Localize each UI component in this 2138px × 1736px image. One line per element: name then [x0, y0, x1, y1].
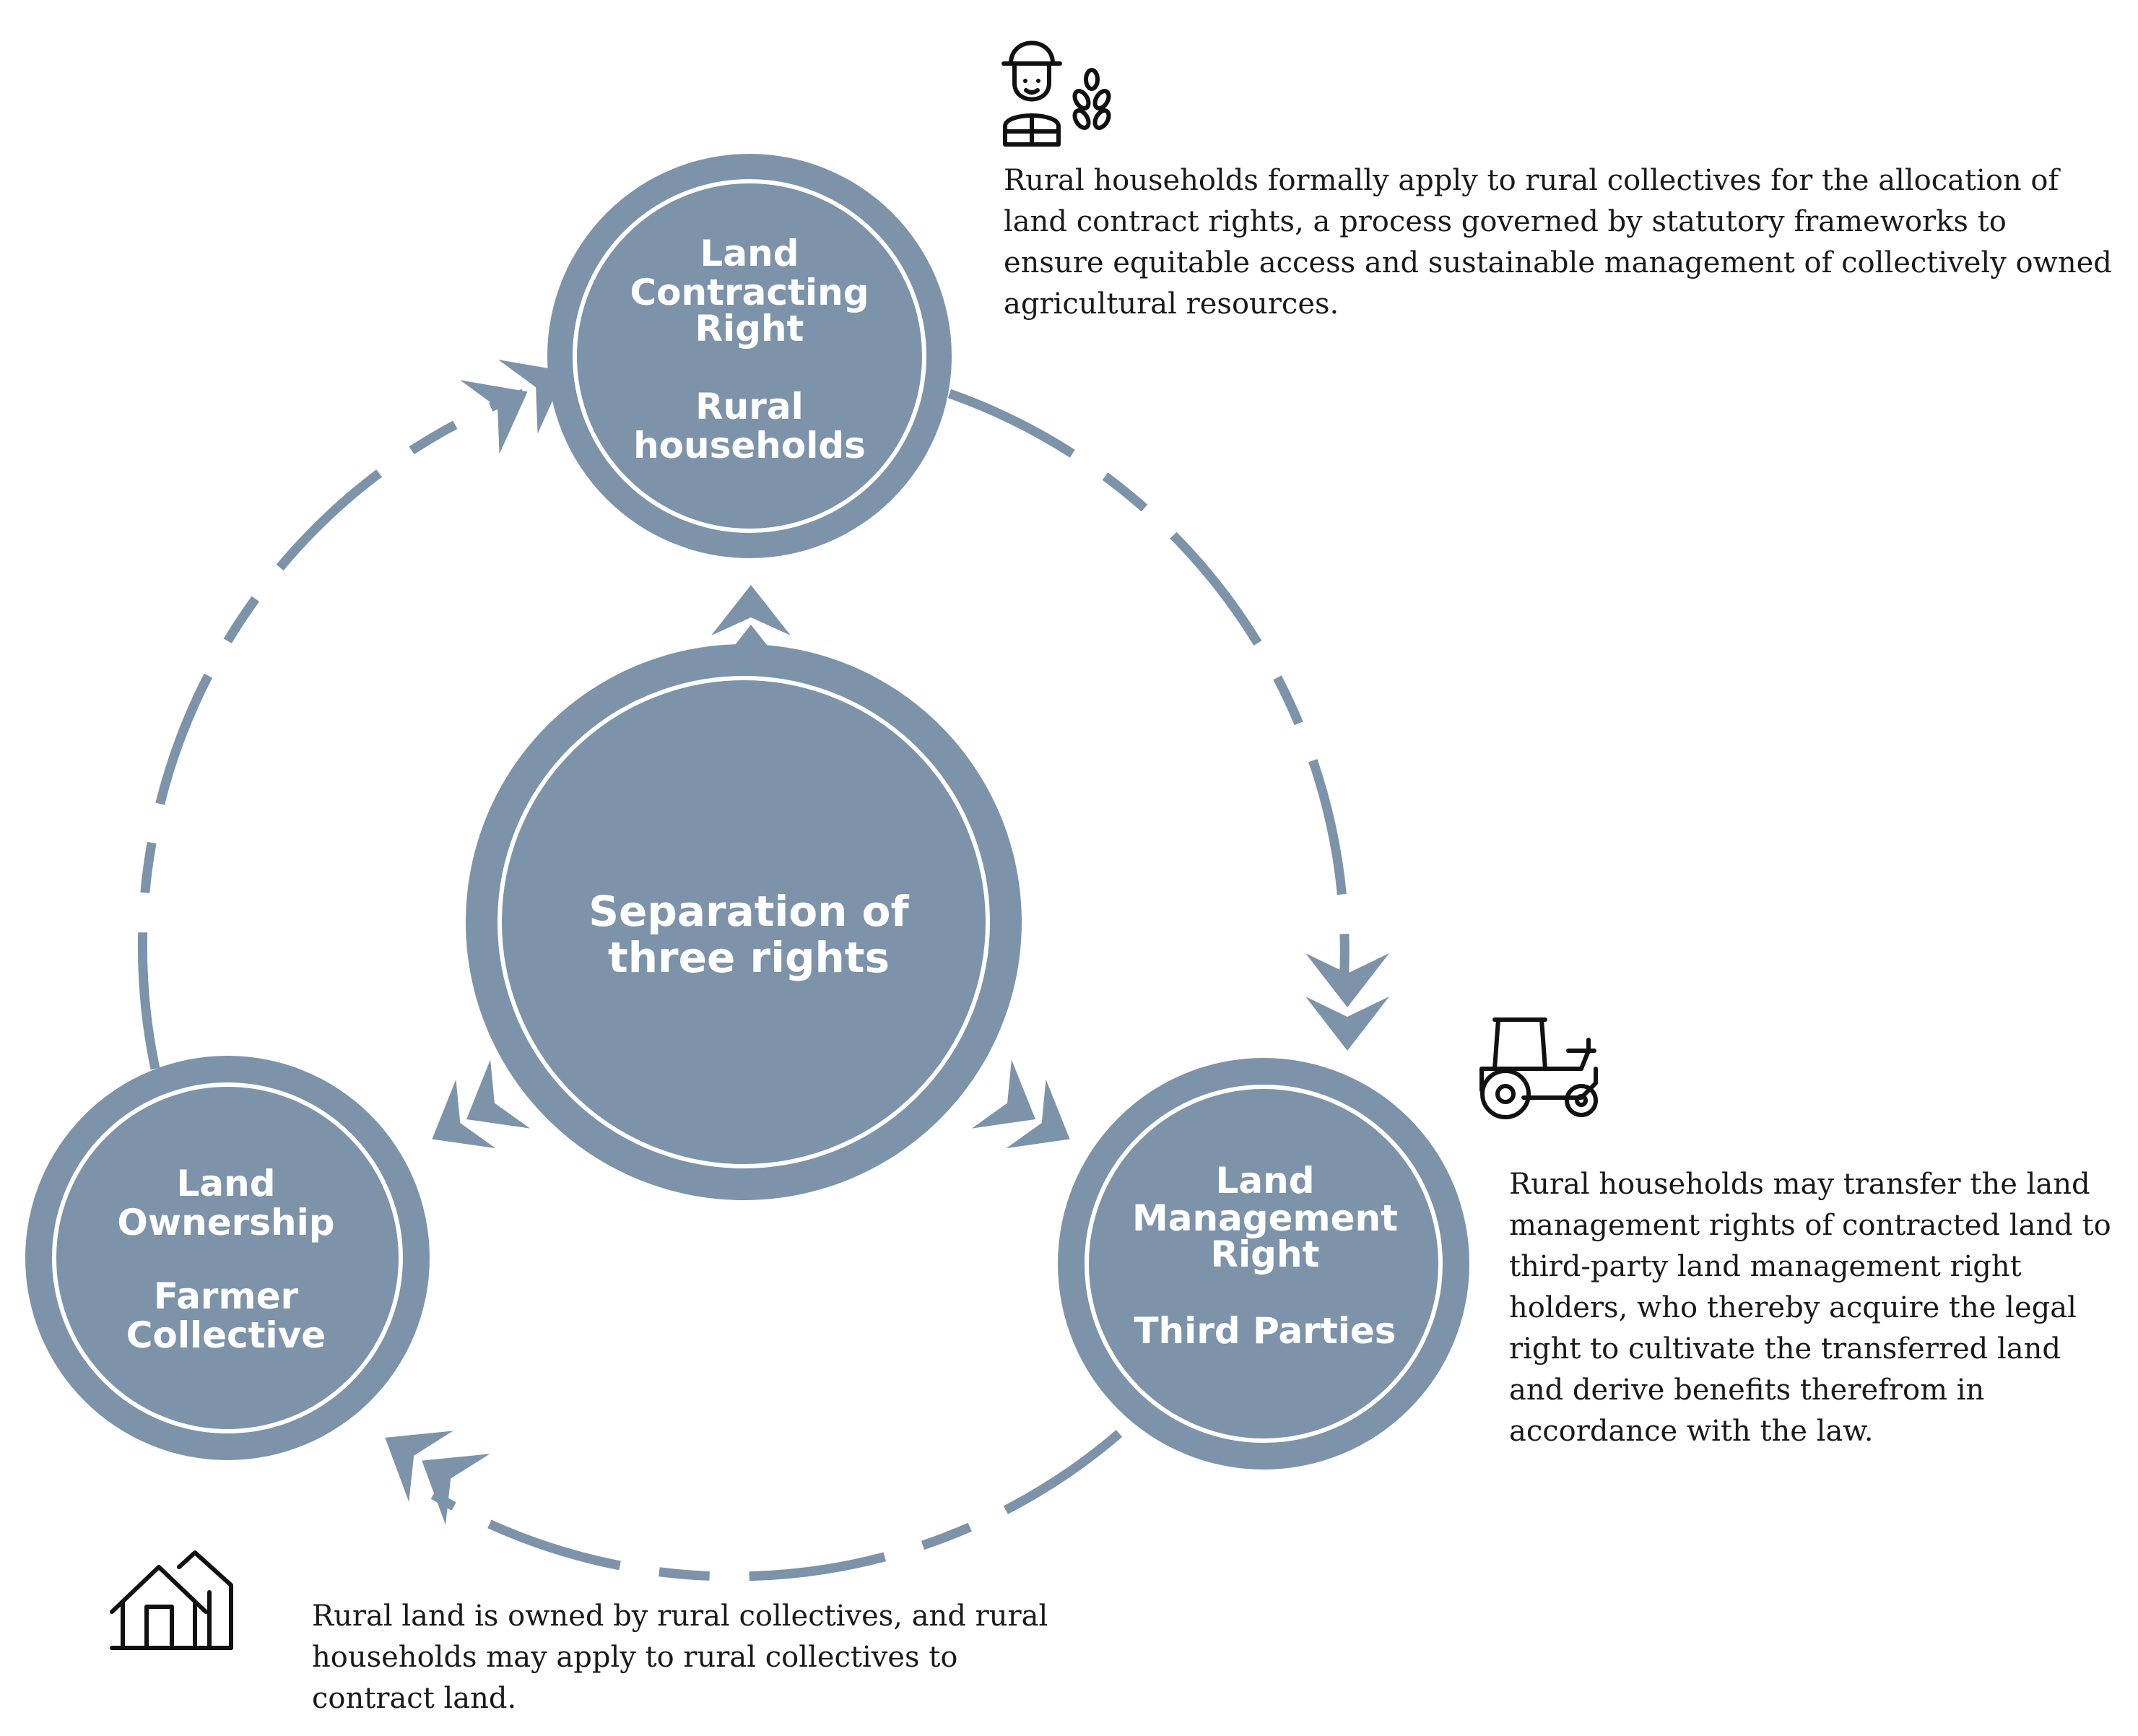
ownership-subtitle-line1: Farmer — [154, 1275, 299, 1317]
management-title-line1: Land — [1216, 1160, 1315, 1202]
ownership-title-line1: Land — [177, 1163, 276, 1205]
management-description: Rural households may transfer the land m… — [1509, 1168, 2111, 1448]
tractor-icon — [1479, 1017, 1598, 1119]
ownership-title-line2: Ownership — [117, 1202, 334, 1244]
arc-ownership-to-contracting — [137, 389, 526, 1070]
arc-contracting-to-management — [947, 389, 1350, 997]
arrowhead-to-management — [1305, 953, 1389, 1051]
ownership-description: Rural land is owned by rural collectives… — [312, 1600, 1048, 1715]
center-title-line2: three rights — [608, 933, 890, 982]
contracting-title-line3: Right — [695, 308, 804, 350]
farmer-icon — [1001, 40, 1111, 147]
house-icon — [110, 1550, 233, 1650]
arrowhead-to-ownership — [385, 1431, 490, 1525]
ownership-node: Land Ownership Farmer Collective — [25, 1056, 430, 1460]
contracting-title-line2: Contracting — [630, 272, 869, 313]
arrow-center-to-management — [971, 1059, 1070, 1149]
contracting-subtitle-line2: households — [633, 425, 866, 466]
management-title-line3: Right — [1211, 1233, 1320, 1275]
contracting-subtitle-line1: Rural — [695, 386, 804, 428]
contracting-right-node: Land Contracting Right Rural households — [547, 154, 952, 558]
management-subtitle-line1: Third Parties — [1134, 1310, 1396, 1352]
arrow-center-to-ownership — [432, 1059, 531, 1149]
cycle-arrows — [137, 389, 1350, 1581]
management-right-node: Land Management Right Third Parties — [1058, 1058, 1469, 1470]
contracting-title-line1: Land — [700, 233, 799, 274]
management-title-line2: Management — [1132, 1197, 1398, 1239]
arc-management-to-ownership — [430, 1430, 1123, 1581]
center-title-line1: Separation of — [588, 887, 909, 936]
contracting-description: Rural households formally apply to rural… — [1004, 164, 2112, 321]
center-node: Separation of three rights — [466, 644, 1022, 1200]
ownership-subtitle-line2: Collective — [126, 1314, 326, 1356]
